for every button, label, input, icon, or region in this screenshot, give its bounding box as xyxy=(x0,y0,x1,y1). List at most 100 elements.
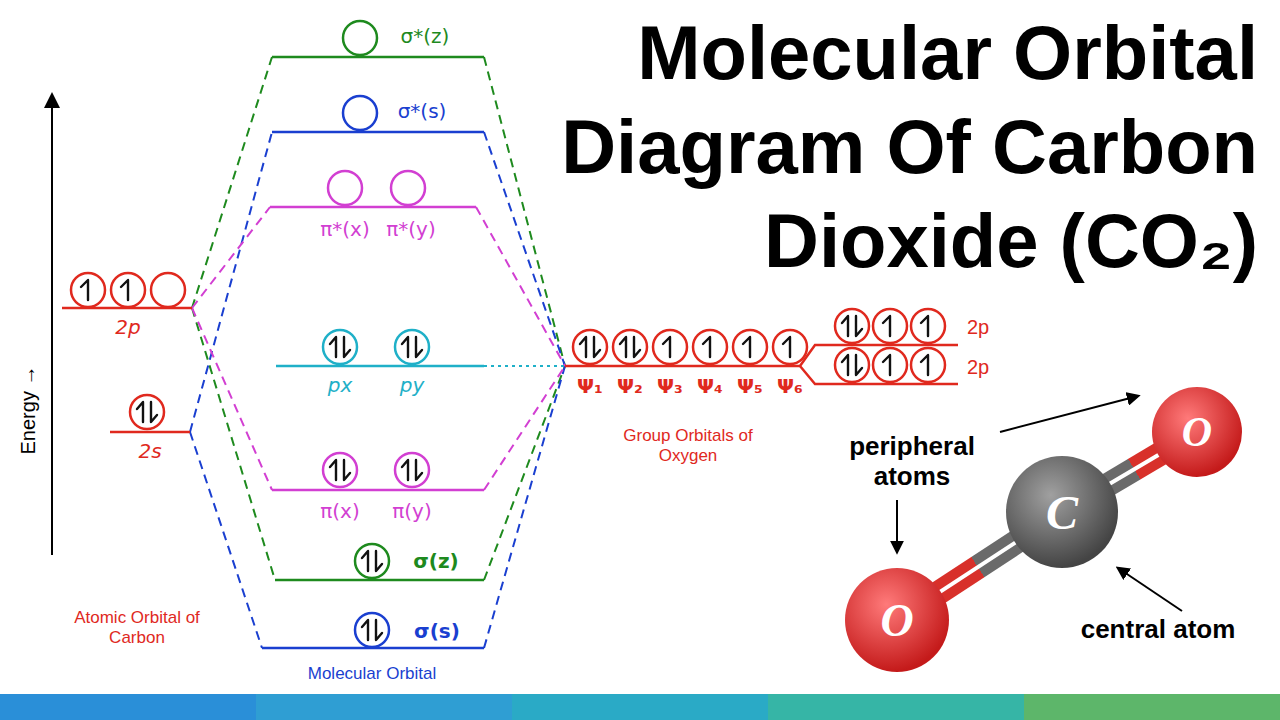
electron-arrows xyxy=(883,316,890,336)
section-label: Molecular Orbital xyxy=(308,664,437,684)
electron-arrows xyxy=(783,337,790,357)
correlation-line xyxy=(484,132,565,366)
orbital xyxy=(111,273,145,307)
energy-axis xyxy=(51,100,53,555)
orbital xyxy=(391,171,425,205)
correlation-line xyxy=(192,308,275,580)
footer-bar xyxy=(0,694,1280,720)
nonbonding-link xyxy=(484,365,565,367)
electron-arrows xyxy=(330,460,350,480)
footer-bar-segment xyxy=(0,694,257,720)
section-label: Group Orbitals of Oxygen xyxy=(622,426,754,465)
orbital-label: 2s xyxy=(138,440,161,463)
footer-bar-segment xyxy=(1024,694,1280,720)
orbital-circle xyxy=(395,330,429,364)
orbital-circle xyxy=(911,348,945,382)
electron-arrows xyxy=(137,402,157,422)
orbital-circle xyxy=(355,613,389,647)
orbital xyxy=(355,544,389,578)
orbital-label: σ*(s) xyxy=(398,100,447,123)
section-label: Atomic Orbital of Carbon xyxy=(73,608,201,647)
atom-symbol: C xyxy=(1046,485,1078,540)
orbital xyxy=(395,330,429,364)
electron-arrows xyxy=(402,337,422,357)
atom-sphere-shape xyxy=(845,568,949,672)
orbital-circle xyxy=(653,330,687,364)
double-bond xyxy=(1108,454,1160,485)
orbital-label: π*(x) xyxy=(320,218,369,241)
orbital-circle xyxy=(573,330,607,364)
footer-bar-segment xyxy=(512,694,769,720)
electron-arrows xyxy=(121,280,128,300)
correlation-line xyxy=(192,308,272,490)
orbital-circle xyxy=(835,348,869,382)
electron-arrows xyxy=(580,337,600,357)
energy-level xyxy=(110,431,190,434)
orbital-label: 2p xyxy=(967,316,989,339)
callout-label: central atom xyxy=(1081,615,1236,645)
orbital-circle xyxy=(343,96,377,130)
atom-symbol: O xyxy=(880,594,913,647)
correlation-line xyxy=(484,366,565,490)
axis-label: Energy → xyxy=(17,366,40,455)
callout-arrow xyxy=(1000,396,1138,432)
group-orbital-label: Ψ₂ xyxy=(617,375,643,398)
orbital xyxy=(653,330,687,364)
group-orbital-label: Ψ₆ xyxy=(777,375,803,398)
orbital xyxy=(323,330,357,364)
group-orbital-label: Ψ₅ xyxy=(737,375,763,398)
footer-bar-segment xyxy=(256,694,513,720)
orbital-circle xyxy=(111,273,145,307)
orbital xyxy=(911,309,945,343)
orbital xyxy=(151,273,185,307)
callout-label: peripheral atoms xyxy=(826,432,998,492)
orbital xyxy=(130,395,164,429)
orbital-circle xyxy=(328,171,362,205)
orbital-circle xyxy=(835,309,869,343)
energy-level xyxy=(276,365,484,368)
group-orbital-label: Ψ₁ xyxy=(577,375,603,398)
title: Molecular Orbital Diagram Of Carbon Diox… xyxy=(518,6,1258,288)
energy-level xyxy=(275,579,484,582)
correlation-line xyxy=(476,207,565,366)
orbital xyxy=(328,171,362,205)
orbital-label: σ*(z) xyxy=(401,25,450,48)
electron-arrows xyxy=(883,355,890,375)
orbital-circle xyxy=(151,273,185,307)
orbital-circle xyxy=(71,273,105,307)
correlation-line xyxy=(190,432,262,648)
orbital xyxy=(835,309,869,343)
correlation-lines xyxy=(190,57,565,648)
orbital-label: py xyxy=(400,374,425,397)
orbital-label: px xyxy=(328,374,353,397)
orbital xyxy=(835,348,869,382)
orbital xyxy=(873,309,907,343)
energy-level xyxy=(272,56,484,59)
orbital-circle xyxy=(343,21,377,55)
orbital xyxy=(355,613,389,647)
energy-level xyxy=(270,206,476,209)
orbital xyxy=(323,453,357,487)
orbital-label: σ(z) xyxy=(413,550,459,573)
orbital-circle xyxy=(355,544,389,578)
orbital-label: σ(s) xyxy=(414,620,460,643)
group-orbital-label: Ψ₃ xyxy=(657,375,683,398)
orbital-circle xyxy=(911,309,945,343)
callout-arrow xyxy=(896,500,898,552)
orbital-circle xyxy=(873,309,907,343)
electron-arrows xyxy=(330,337,350,357)
energy-level xyxy=(272,131,484,134)
correlation-line xyxy=(484,366,565,580)
orbital-label: π(x) xyxy=(320,500,359,523)
electron-arrows xyxy=(921,355,928,375)
electron-arrows xyxy=(402,460,422,480)
oxygen-atom: O xyxy=(1152,387,1242,477)
double-bond xyxy=(939,542,1017,593)
carbon-atom: C xyxy=(1006,456,1118,568)
correlation-line xyxy=(484,366,565,648)
electron-arrows xyxy=(842,316,862,336)
electron-arrows xyxy=(663,337,670,357)
orbital-label: π(y) xyxy=(392,500,431,523)
orbital xyxy=(343,96,377,130)
